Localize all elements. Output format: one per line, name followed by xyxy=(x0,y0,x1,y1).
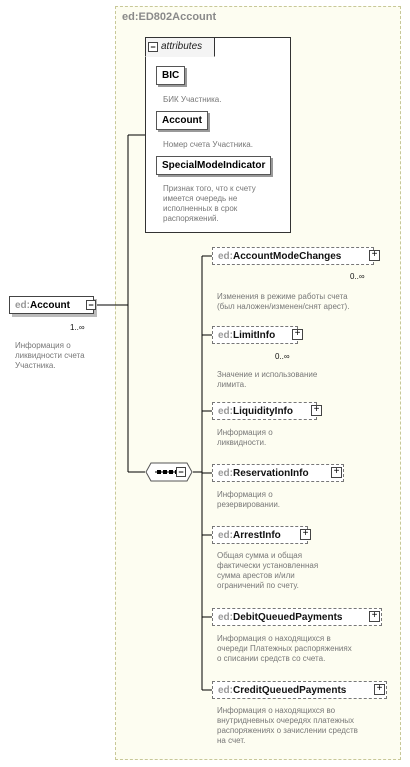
attribute-special-mode-indicator[interactable]: SpecialModeIndicator xyxy=(156,156,272,175)
element-account-mode-changes-description: Изменения в режиме работы счета (был нал… xyxy=(217,292,350,311)
plus-icon[interactable]: + xyxy=(311,405,322,416)
minus-icon[interactable]: − xyxy=(86,300,96,310)
attribute-account[interactable]: Account xyxy=(156,111,208,130)
attributes-tab[interactable] xyxy=(145,37,215,57)
root-element-account[interactable]: ed:Account xyxy=(9,296,94,314)
root-cardinality: 1..∞ xyxy=(70,323,85,332)
plus-icon[interactable]: + xyxy=(369,611,380,622)
attributes-group xyxy=(145,37,291,233)
complex-type-title: ed:ED802Account xyxy=(122,11,217,23)
root-description: Информация о ликвидности счета Участника… xyxy=(15,341,85,370)
element-limit-info-description: Значение и использование лимита. xyxy=(217,370,318,389)
element-arrest-info-description: Общая сумма и общая фактически установле… xyxy=(217,551,319,590)
element-debit-queued-payments-description: Информация о находящихся в очереди Плате… xyxy=(217,634,352,663)
element-credit-queued-payments[interactable]: ed:CreditQueuedPayments xyxy=(212,681,387,699)
element-reservation-info-description: Информация о резервировании. xyxy=(217,490,281,509)
element-credit-queued-payments-description: Информация о находящихся во внутридневны… xyxy=(217,706,358,745)
element-liquidity-info[interactable]: ed:LiquidityInfo xyxy=(212,402,317,420)
plus-icon[interactable]: + xyxy=(331,467,342,478)
element-liquidity-info-description: Информация о ликвидности. xyxy=(217,428,273,447)
element-arrest-info[interactable]: ed:ArrestInfo xyxy=(212,526,308,544)
plus-icon[interactable]: + xyxy=(369,250,380,261)
minus-icon[interactable]: − xyxy=(148,42,158,52)
attribute-special-mode-indicator-description: Признак того, что к счету имеется очеред… xyxy=(163,184,256,223)
root-element-prefix: ed: xyxy=(15,300,30,311)
element-limit-info[interactable]: ed:LimitInfo xyxy=(212,326,298,344)
element-limit-info-cardinality: 0..∞ xyxy=(275,352,290,361)
element-account-mode-changes-cardinality: 0..∞ xyxy=(350,272,365,281)
attributes-label: attributes xyxy=(161,41,203,52)
element-reservation-info[interactable]: ed:ReservationInfo xyxy=(212,464,344,482)
element-account-mode-changes[interactable]: ed:AccountModeChanges xyxy=(212,247,374,265)
attribute-bic[interactable]: BIC xyxy=(156,66,186,85)
minus-icon[interactable]: − xyxy=(176,467,186,477)
plus-icon[interactable]: + xyxy=(374,684,385,695)
plus-icon[interactable]: + xyxy=(292,329,303,340)
plus-icon[interactable]: + xyxy=(300,529,311,540)
attribute-account-description: Номер счета Участника. xyxy=(163,140,253,149)
attribute-bic-description: БИК Участника. xyxy=(163,95,222,104)
element-debit-queued-payments[interactable]: ed:DebitQueuedPayments xyxy=(212,608,382,626)
root-element-name: Account xyxy=(30,300,70,311)
